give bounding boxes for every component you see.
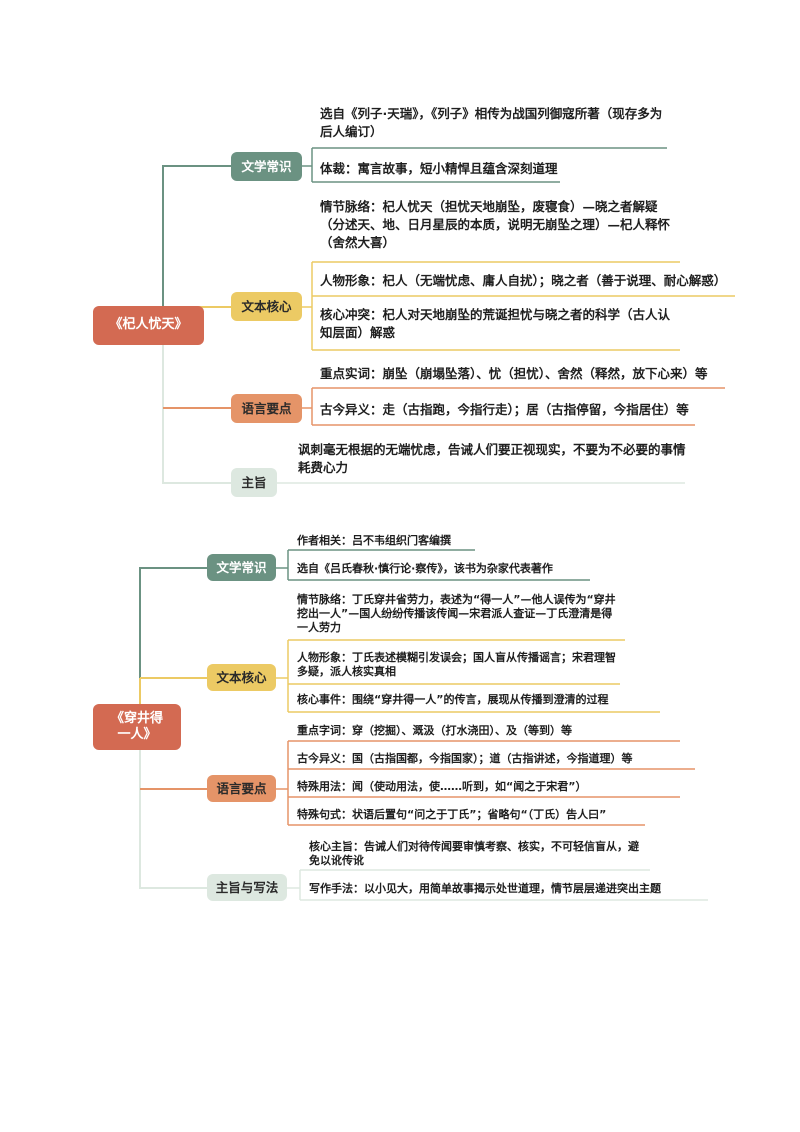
connector-curve <box>162 345 231 484</box>
branch-literary-knowledge: 文学常识 <box>207 554 276 581</box>
branch-theme-and-writing: 主旨与写法 <box>207 874 287 901</box>
leaf-text: 体裁：寓言故事，短小精悍且蕴含深刻道理 <box>320 161 558 176</box>
leaf-text: 写作手法：以小见大，用简单故事揭示处世道理，情节层层递进突出主题 <box>309 882 661 895</box>
leaf-text: 作者相关：吕不韦组织门客编撰 <box>297 534 451 547</box>
leaf-text: 选自《吕氏春秋·慎行论·察传》，该书为杂家代表著作 <box>297 562 553 575</box>
connector-curve <box>139 750 207 889</box>
leaf-text: 核心冲突：杞人对天地崩坠的荒诞担忧与晓之者的科学（古人认知层面）解惑 <box>320 307 671 340</box>
branch-language-points: 语言要点 <box>207 775 276 802</box>
connector-curve <box>162 165 175 306</box>
leaf-text: 人物形象：丁氏表述模糊引发误会；国人盲从传播谣言；宋君理智多疑，派人核实真相 <box>297 651 616 678</box>
branch-text-core: 文本核心 <box>207 664 276 691</box>
leaf-text: 人物形象：杞人（无端忧虑、庸人自扰）；晓之者（善于说理、耐心解惑） <box>320 273 727 288</box>
leaf-text: 选自《列子·天瑞》，《列子》相传为战国列御寇所著（现存多为后人编订） <box>320 106 663 139</box>
leaf-text: 重点实词：崩坠（崩塌坠落）、忧（担忧）、舍然（释然，放下心来）等 <box>320 366 708 381</box>
leaf-text: 特殊句式：状语后置句“问之于丁氏”；省略句“（丁氏）告人曰” <box>297 808 607 821</box>
leaf-text: 情节脉络：杞人忧天（担忧天地崩坠，废寝食）—晓之者解疑（分述天、地、日月星辰的本… <box>320 199 671 250</box>
leaf-text: 核心主旨：告诫人们对待传闻要审慎考察、核实，不可轻信盲从，避免以讹传讹 <box>309 840 639 867</box>
root-node-chuanjingdeyiren: 《穿井得一人》 <box>93 704 181 750</box>
leaf-text: 特殊用法：闻（使动用法，使……听到，如“闻之于宋君”） <box>297 780 587 793</box>
branch-text-core: 文本核心 <box>231 292 302 321</box>
root-node-qirenyoutian: 《杞人忧天》 <box>93 306 204 345</box>
leaf-text: 重点字词：穿（挖掘）、溉汲（打水浇田）、及（等到）等 <box>297 724 572 737</box>
connector-curve <box>139 567 152 704</box>
branch-language-points: 语言要点 <box>231 394 302 423</box>
leaf-text: 古今异义：走（古指跑，今指行走）；居（古指停留，今指居住）等 <box>320 402 689 417</box>
leaf-text: 讽刺毫无根据的无端忧虑，告诫人们要正视现实，不要为不必要的事情耗费心力 <box>298 442 686 475</box>
branch-literary-knowledge: 文学常识 <box>231 152 302 181</box>
leaf-text: 核心事件：围绕“穿井得一人”的传言，展现从传播到澄清的过程 <box>297 693 609 706</box>
leaf-text: 古今异义：国（古指国都，今指国家）；道（古指讲述，今指道理）等 <box>297 752 633 765</box>
branch-theme: 主旨 <box>231 468 277 497</box>
leaf-text: 情节脉络：丁氏穿井省劳力，表述为“得一人”—他人误传为“穿井挖出一人”—国人纷纷… <box>297 593 616 634</box>
